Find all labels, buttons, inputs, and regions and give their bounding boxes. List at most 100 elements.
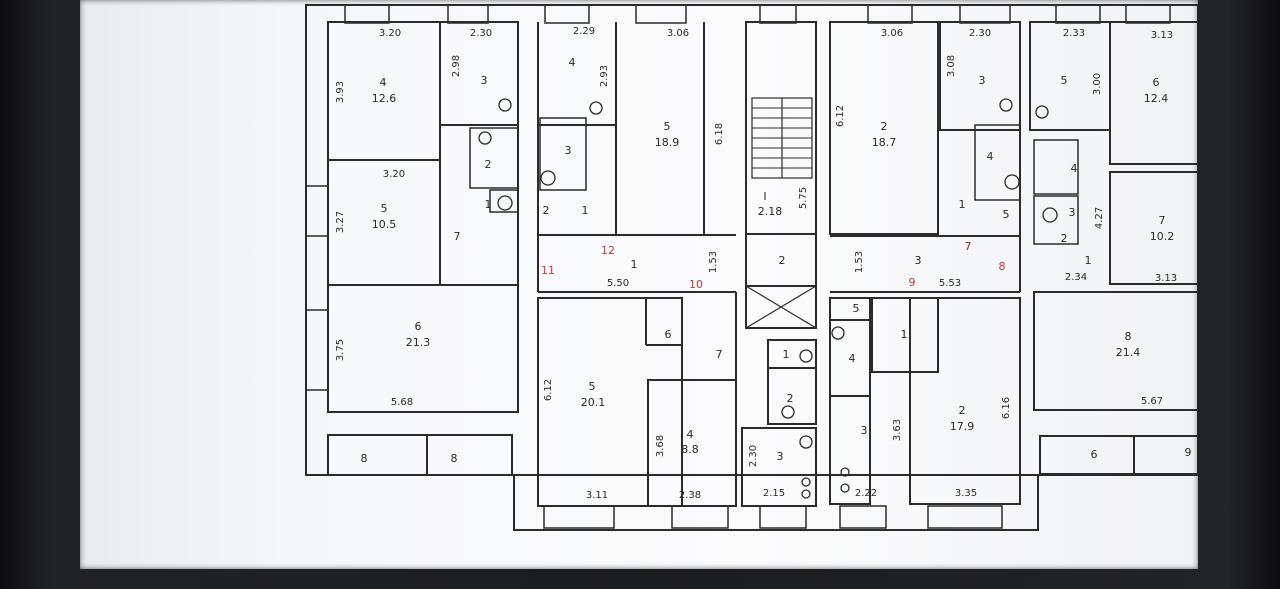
dimension-label: 5.53 [939,278,961,289]
room-number: 3 [915,254,922,267]
dimension-label: 6.18 [714,123,725,145]
dimension-label: 5.50 [607,278,629,289]
dimension-label: 2.93 [599,65,610,87]
dimension-label: 6.12 [543,379,554,401]
room-number: 3 [565,144,572,157]
room-number: 7 [965,240,972,253]
red-label: 11 [541,264,555,277]
dimension-label: 2.15 [763,488,785,499]
room-area: 21.3 [406,336,431,349]
room-number: 5 [381,202,388,215]
dimension-label: 5.68 [391,397,413,408]
dimension-label: 2.33 [1063,28,1085,39]
room-area: 8.8 [681,443,699,456]
room-number: 4 [380,76,387,89]
room-number: 7 [1159,214,1166,227]
dimension-label: 6.12 [835,105,846,127]
room-number: 2 [959,404,966,417]
floor-plan: 4 12.6 3 2 1 5 10.5 7 6 21.3 8 8 4 3 2 1… [305,4,1198,531]
dimension-label: 5.75 [798,187,809,209]
dimension-label: 3.06 [667,28,689,39]
room-number: 1 [1085,254,1092,267]
room-area: 18.7 [872,136,897,149]
dimension-label: 2.30 [969,28,991,39]
dimension-label: 3.63 [892,419,903,441]
dimension-label: 2.29 [573,26,595,37]
dimension-label: 3.08 [946,55,957,77]
room-number: 3 [1069,206,1076,219]
room-number: 2 [779,254,786,267]
room-number: 2 [543,204,550,217]
room-number: I [763,190,766,203]
dimension-label: 3.93 [335,81,346,103]
photo-screen: 4 12.6 3 2 1 5 10.5 7 6 21.3 8 8 4 3 2 1… [80,0,1198,569]
room-number: 2 [787,392,794,405]
room-number: 1 [959,198,966,211]
room-number: 6 [665,328,672,341]
dimension-label: 3.13 [1151,30,1173,41]
room-number: 4 [987,150,994,163]
red-label: 7 [965,240,972,253]
room-area: 21.4 [1116,346,1141,359]
red-label: 12 [601,244,615,257]
room-number: 2 [1061,232,1068,245]
room-area: 18.9 [655,136,680,149]
room-number: 5 [1061,74,1068,87]
room-number: 5 [853,302,860,315]
red-label: 9 [909,276,916,289]
room-number: 8 [451,452,458,465]
dimension-label: 2.98 [451,55,462,77]
room-area: 17.9 [950,420,975,433]
dimension-label: 3.35 [955,488,977,499]
room-number: 6 [1091,448,1098,461]
dimension-label: 2.34 [1065,272,1087,283]
room-number: 8 [1125,330,1132,343]
room-area: 10.5 [372,218,397,231]
dimension-label: 3.11 [586,490,608,501]
dimension-label: 2.30 [748,445,759,467]
room-number: 7 [716,348,723,361]
dimension-label: 3.75 [335,339,346,361]
room-number: 4 [1071,162,1078,175]
room-area: 10.2 [1150,230,1175,243]
dimension-label: 3.13 [1155,273,1177,284]
room-number: 3 [777,450,784,463]
room-number: 5 [1003,208,1010,221]
room-number: 7 [454,230,461,243]
room-number: 2 [485,158,492,171]
room-number: 8 [361,452,368,465]
red-label: 10 [689,278,703,291]
dimension-label: 3.68 [655,435,666,457]
room-number: 1 [783,348,790,361]
room-number: 2 [881,120,888,133]
red-label: 8 [999,260,1006,273]
dimension-label: 1.53 [708,251,719,273]
room-number: 3 [481,74,488,87]
dimension-label: 6.16 [1001,397,1012,419]
room-number: 6 [1153,76,1160,89]
room-area: 12.6 [372,92,397,105]
room-number: 4 [687,428,694,441]
dimension-label: 4.27 [1094,207,1105,229]
room-number: 4 [849,352,856,365]
room-number: 4 [569,56,576,69]
dimension-label: 2.22 [855,488,877,499]
room-area: 2.18 [758,205,783,218]
room-number: 3 [979,74,986,87]
room-number: 1 [901,328,908,341]
dimension-label: 2.30 [470,28,492,39]
dimension-label: 3.06 [881,28,903,39]
dimension-label: 3.20 [383,169,405,180]
room-number: 5 [589,380,596,393]
room-number: 3 [861,424,868,437]
dimension-label: 1.53 [854,251,865,273]
dimension-label: 3.27 [335,211,346,233]
room-number: 6 [415,320,422,333]
room-number: 1 [485,198,492,211]
room-number: 1 [582,204,589,217]
room-number: 5 [664,120,671,133]
dimension-label: 3.20 [379,28,401,39]
dimension-label: 2.38 [679,490,701,501]
room-number: 9 [1185,446,1192,459]
dimension-label: 3.00 [1092,73,1103,95]
